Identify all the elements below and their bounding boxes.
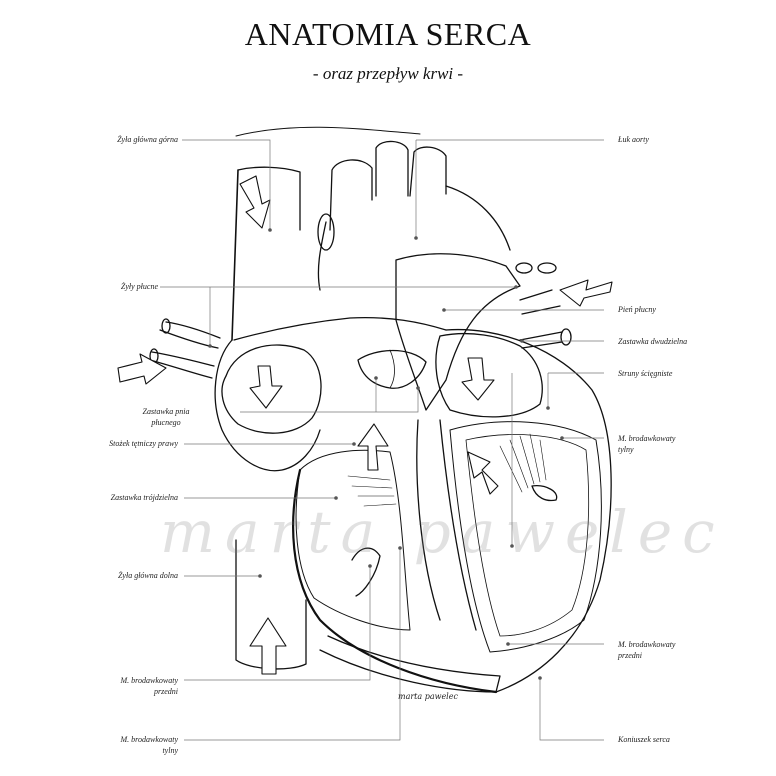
label-zyly-plucne: Żyły płucne xyxy=(120,282,158,291)
label-zastawka-pnia-line1: Zastawka pnia xyxy=(142,407,190,416)
label-brodawkowaty-przedni-right: M. brodawkowaty przedni xyxy=(618,639,675,661)
label-zyla-glowna-dolna: Żyła główna dolna xyxy=(117,571,178,580)
label-line2: przedni xyxy=(618,651,642,660)
label-line2: tylny xyxy=(618,445,634,454)
label-line2: tylny xyxy=(162,746,178,755)
label-zastawka-pnia-plucnego: Zastawka pnia płucnego xyxy=(124,406,208,428)
label-zastawka-trojdzielna: Zastawka trójdzielna xyxy=(110,493,178,502)
label-line1: M. brodawkowaty xyxy=(120,735,178,744)
label-line1: M. brodawkowaty xyxy=(618,434,676,443)
page-title: ANATOMIA SERCA xyxy=(244,16,532,52)
label-stozek-tetniczy: Stożek tętniczy prawy xyxy=(109,439,178,448)
label-koniuszek-serca: Koniuszek serca xyxy=(618,735,670,744)
label-struny-sciegniste: Struny ścięgniste xyxy=(618,369,673,378)
label-line1: M. brodawkowaty xyxy=(618,640,676,649)
label-zastawka-pnia-line2: płucnego xyxy=(151,418,181,427)
page-subtitle: - oraz przepływ krwi - xyxy=(312,64,464,83)
label-brodawkowaty-tylny-left: M. brodawkowaty tylny xyxy=(121,734,178,756)
watermark: marta pawelec xyxy=(160,498,725,566)
label-pien-plucny: Pień płucny xyxy=(618,305,656,314)
label-line2: przedni xyxy=(154,687,178,696)
label-zastawka-dwudzielna: Zastawka dwudzielna xyxy=(618,337,688,346)
label-brodawkowaty-przedni-left: M. brodawkowaty przedni xyxy=(121,675,178,697)
label-brodawkowaty-tylny-right: M. brodawkowaty tylny xyxy=(618,433,675,455)
label-zyla-glowna-gorna: Żyła główna górna xyxy=(117,135,178,144)
label-line1: M. brodawkowaty xyxy=(120,676,178,685)
artist-signature: marta pawelec xyxy=(398,692,458,701)
label-luk-aorty: Łuk aorty xyxy=(618,135,649,144)
